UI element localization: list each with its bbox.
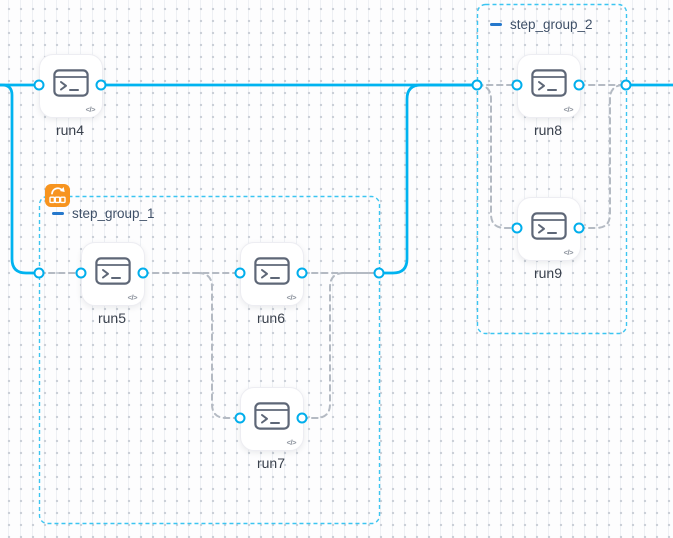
port-step-group-1-out[interactable] [373, 267, 385, 279]
terminal-icon [53, 69, 89, 97]
group-label: step_group_2 [510, 17, 593, 32]
loop-tasks-badge-icon[interactable] [45, 184, 70, 207]
node-run9[interactable]: </> [517, 197, 581, 261]
collapse-minus-icon[interactable] [52, 212, 64, 215]
node-run8[interactable]: </> [517, 54, 581, 118]
port-run5-out[interactable] [137, 267, 149, 279]
code-badge-icon: </> [85, 104, 96, 114]
code-badge-icon: </> [563, 247, 574, 257]
port-run7-in[interactable] [234, 412, 246, 424]
terminal-icon [531, 69, 567, 97]
port-step-group-1-in[interactable] [33, 267, 45, 279]
code-badge-icon: </> [563, 104, 574, 114]
node-run5[interactable]: </> [81, 242, 145, 306]
step-group-2-border[interactable] [476, 3, 628, 335]
port-run9-out[interactable] [573, 222, 585, 234]
node-label-run9: run9 [533, 265, 563, 281]
port-run5-in[interactable] [75, 267, 87, 279]
port-run8-out[interactable] [573, 79, 585, 91]
port-step-group-2-in[interactable] [471, 79, 483, 91]
port-run8-in[interactable] [511, 79, 523, 91]
terminal-icon [254, 257, 290, 285]
node-label-run5: run5 [97, 310, 127, 326]
terminal-icon [254, 402, 290, 430]
port-run9-in[interactable] [511, 222, 523, 234]
node-run7[interactable]: </> [240, 387, 304, 451]
group-header-step-group-2[interactable]: step_group_2 [490, 17, 593, 32]
step-group-1-border[interactable] [38, 195, 381, 525]
node-label-run4: run4 [55, 122, 85, 138]
node-label-run8: run8 [533, 122, 563, 138]
code-badge-icon: </> [127, 292, 138, 302]
edge-run9-group2out [578, 84, 627, 229]
port-step-group-2-out[interactable] [620, 79, 632, 91]
edge-step-group-1-step-group-2 [377, 83, 479, 275]
terminal-icon [531, 212, 567, 240]
port-run6-out[interactable] [296, 267, 308, 279]
port-run4-out[interactable] [95, 79, 107, 91]
edge-group2in-run9 [476, 84, 518, 229]
collapse-minus-icon[interactable] [490, 23, 502, 26]
node-run6[interactable]: </> [240, 242, 304, 306]
port-run4-in[interactable] [33, 79, 45, 91]
node-run4[interactable]: </> [39, 54, 103, 118]
group-label: step_group_1 [72, 206, 155, 221]
edge-entry-step-group-1 [0, 83, 41, 275]
edge-run7-group1out [301, 272, 380, 419]
port-run7-out[interactable] [296, 412, 308, 424]
group-header-step-group-1[interactable]: step_group_1 [52, 206, 155, 221]
node-label-run7: run7 [256, 455, 286, 471]
node-label-run6: run6 [256, 310, 286, 326]
edge-run5-run7 [197, 272, 241, 419]
terminal-icon [95, 257, 131, 285]
code-badge-icon: </> [286, 292, 297, 302]
port-run6-in[interactable] [234, 267, 246, 279]
code-badge-icon: </> [286, 437, 297, 447]
